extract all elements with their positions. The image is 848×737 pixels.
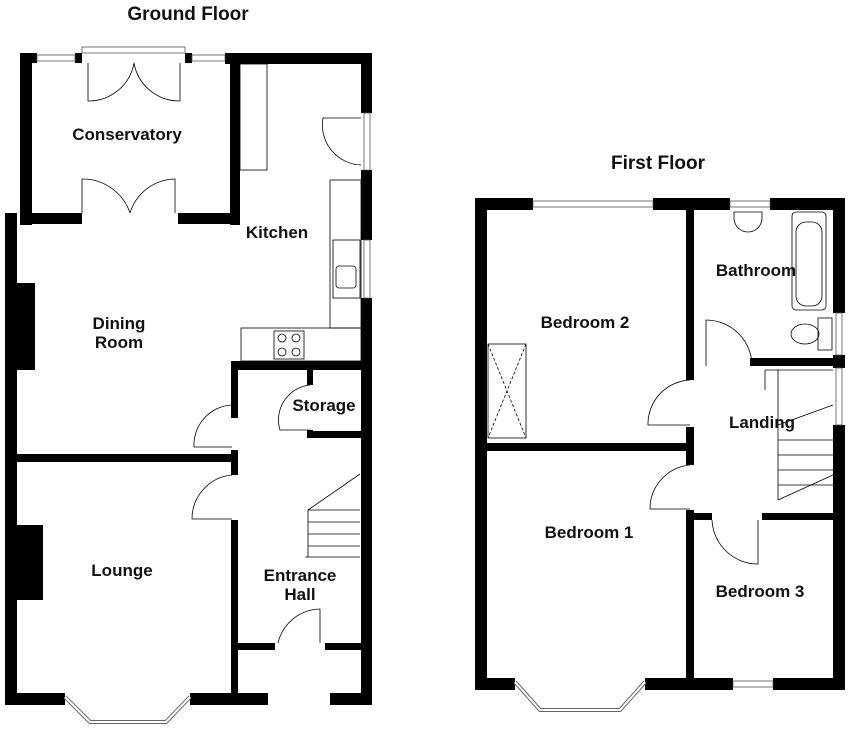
first-floor-title: First Floor [611,153,706,174]
label-bedroom-3: Bedroom 3 [716,582,805,601]
label-lounge: Lounge [91,561,152,580]
kitchen-fittings [239,63,362,362]
first-floor-plan: First Floor [475,153,845,712]
label-dining-2: Room [95,333,143,352]
first-stairs [764,369,834,501]
first-windows [513,200,843,712]
label-conservatory: Conservatory [72,125,182,144]
label-bedroom-1: Bedroom 1 [545,523,634,542]
first-room-labels: Bedroom 2 Bathroom Landing Bedroom 1 Bed… [541,261,805,601]
first-fixtures [487,211,833,439]
label-bathroom: Bathroom [716,261,796,280]
label-hall-1: Entrance [264,566,337,585]
ground-doors [81,62,362,644]
label-hall-2: Hall [284,585,315,604]
label-bedroom-2: Bedroom 2 [541,313,630,332]
ground-floor-plan: Ground Floor [5,4,372,724]
label-dining-1: Dining [93,314,146,333]
first-walls [475,198,845,690]
ground-floor-title: Ground Floor [127,4,249,25]
ground-stairs [305,473,361,558]
label-storage: Storage [292,396,355,415]
ground-walls [5,53,372,705]
ground-windows [36,46,371,724]
label-kitchen: Kitchen [246,223,308,242]
ground-room-labels: Conservatory Kitchen Dining Room Storage… [72,125,355,604]
first-doors [647,319,759,565]
label-landing: Landing [729,413,795,432]
